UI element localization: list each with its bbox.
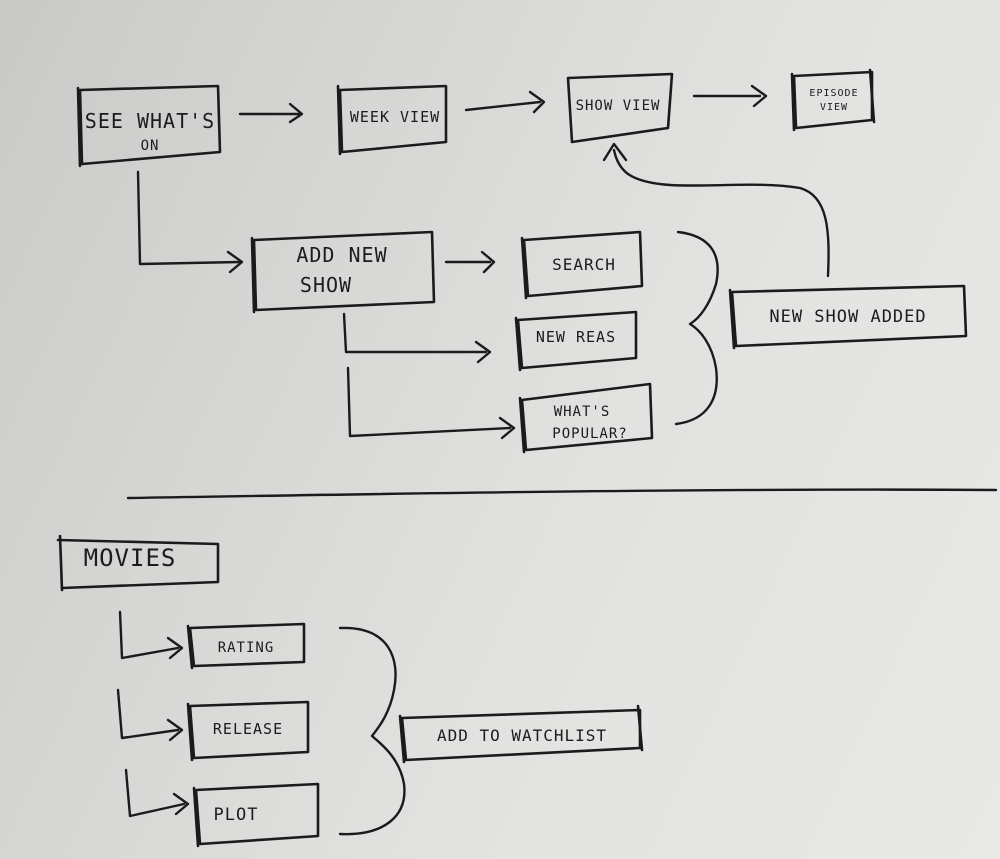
- arrow-see-to-add: [136, 170, 244, 274]
- node-plot: PLOT: [192, 782, 320, 848]
- arrow-show-to-episode: [692, 84, 768, 108]
- node-week-view: WEEK VIEW: [336, 84, 448, 156]
- node-whats-popular-line2: POPULAR?: [552, 426, 627, 442]
- arrow-movies-to-plot: [124, 768, 190, 818]
- node-add-to-watchlist: ADD TO WATCHLIST: [398, 704, 644, 764]
- node-search: SEARCH: [520, 230, 644, 300]
- arrow-movies-to-rating: [118, 610, 184, 660]
- node-show-view: SHOW VIEW: [566, 72, 674, 144]
- node-see-whats-on: SEE WHAT'S ON: [76, 84, 222, 168]
- node-movies: MOVIES: [56, 534, 220, 592]
- node-whats-popular: WHAT'S POPULAR?: [518, 382, 654, 454]
- node-add-to-watchlist-label: ADD TO WATCHLIST: [437, 726, 607, 745]
- arrow-movies-to-release: [116, 688, 184, 742]
- arrow-added-to-show-view: [602, 142, 830, 278]
- node-movies-label: MOVIES: [84, 544, 177, 572]
- node-new-show-added: NEW SHOW ADDED: [728, 284, 968, 350]
- arrow-see-to-week: [238, 102, 304, 124]
- node-rating: RATING: [186, 622, 306, 670]
- brace-add-options: [674, 230, 719, 426]
- node-release: RELEASE: [186, 700, 310, 762]
- arrow-add-to-search: [444, 250, 496, 274]
- node-week-view-label: WEEK VIEW: [350, 108, 440, 126]
- arrow-add-to-new-reas: [342, 312, 492, 364]
- node-new-reas-label: NEW REAS: [536, 328, 616, 346]
- arrow-add-to-popular: [346, 366, 516, 440]
- node-search-label: SEARCH: [552, 255, 616, 274]
- node-new-reas: NEW REAS: [514, 310, 638, 372]
- node-show-view-label: SHOW VIEW: [576, 98, 661, 114]
- node-new-show-added-label: NEW SHOW ADDED: [769, 307, 926, 327]
- node-add-new-show-line2: SHOW: [300, 273, 352, 297]
- node-episode-view-line1: EPISODE: [809, 88, 858, 99]
- node-rating-label: RATING: [218, 640, 275, 656]
- node-release-label: RELEASE: [213, 720, 283, 738]
- brace-movie-details: [338, 626, 406, 836]
- node-add-new-show-line1: ADD NEW: [296, 243, 387, 267]
- node-episode-view: EPISODE VIEW: [790, 68, 876, 132]
- node-episode-view-line2: VIEW: [820, 102, 848, 113]
- node-see-whats-on-line2: ON: [141, 138, 160, 154]
- node-plot-label: PLOT: [214, 805, 259, 825]
- section-divider: [126, 488, 998, 500]
- node-whats-popular-line1: WHAT'S: [554, 404, 611, 420]
- node-see-whats-on-line1: SEE WHAT'S: [85, 109, 215, 133]
- node-add-new-show: ADD NEW SHOW: [250, 230, 436, 314]
- arrow-week-to-show: [464, 90, 546, 114]
